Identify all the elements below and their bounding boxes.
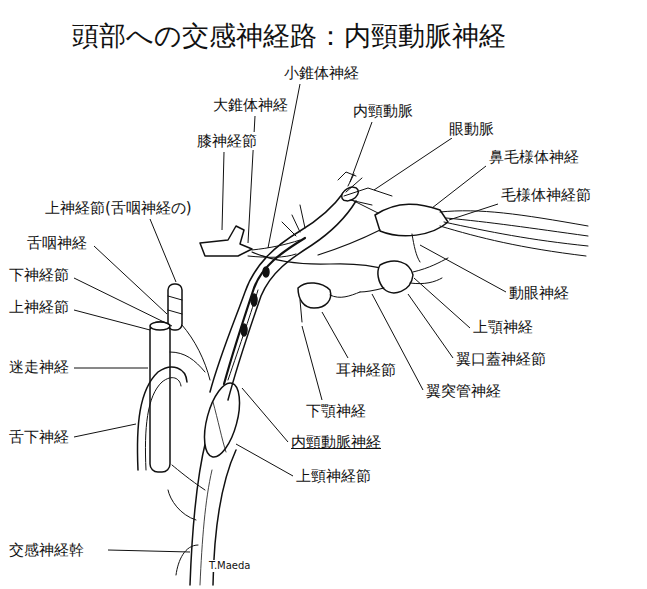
otic-ganglion	[298, 283, 331, 308]
anatomy-label: 眼動脈	[448, 120, 495, 138]
anatomy-label: 耳神経節	[335, 361, 397, 379]
anatomy-label: 交感神経幹	[8, 541, 85, 559]
hypoglossal-nerve	[137, 367, 187, 470]
anatomy-label: 小錐体神経	[283, 64, 360, 82]
anatomy-label: 舌下神経	[8, 428, 70, 446]
anatomy-label: 下顎神経	[305, 402, 367, 420]
anatomy-label: 迷走神経	[8, 358, 70, 376]
anatomy-label: 下神経節	[8, 266, 70, 284]
anatomy-label: 翼突管神経	[425, 382, 502, 400]
anatomy-label: 内頸動脈神経	[290, 433, 382, 451]
glossopharyngeal-nerve	[168, 284, 182, 330]
anatomy-label: 膝神経節	[196, 132, 258, 150]
geniculate-ganglion	[200, 226, 252, 256]
trunk-edge	[190, 440, 206, 585]
anatomy-label: 上顎神経	[472, 318, 534, 336]
diagram-title: 頭部への交感神経路：内頸動脈神経	[72, 20, 506, 52]
anatomy-label: 大錐体神経	[212, 96, 289, 114]
anatomy-label: 上神経節	[8, 298, 70, 316]
anatomy-label: 内頸動脈	[352, 102, 414, 120]
anatomy-label: 上頸神経節	[295, 467, 372, 485]
ciliary-ganglion	[375, 204, 448, 236]
signature: T.Maeda	[208, 560, 251, 572]
anatomy-label: 舌咽神経	[26, 234, 88, 252]
vagus-nerve	[150, 322, 170, 472]
artery-edge	[210, 192, 344, 392]
internal-carotid-nerve	[224, 238, 305, 384]
anatomy-label: 毛様体神経節	[500, 186, 592, 204]
anatomy-label: 鼻毛様体神経	[488, 148, 580, 166]
superior-cervical-ganglion	[198, 379, 247, 460]
anatomy-label: 上神経節(舌咽神経の)	[44, 199, 193, 217]
anatomy-label: 動眼神経	[508, 284, 570, 302]
leader-lines	[74, 84, 506, 552]
anatomy-label: 翼口蓋神経節	[455, 350, 547, 368]
